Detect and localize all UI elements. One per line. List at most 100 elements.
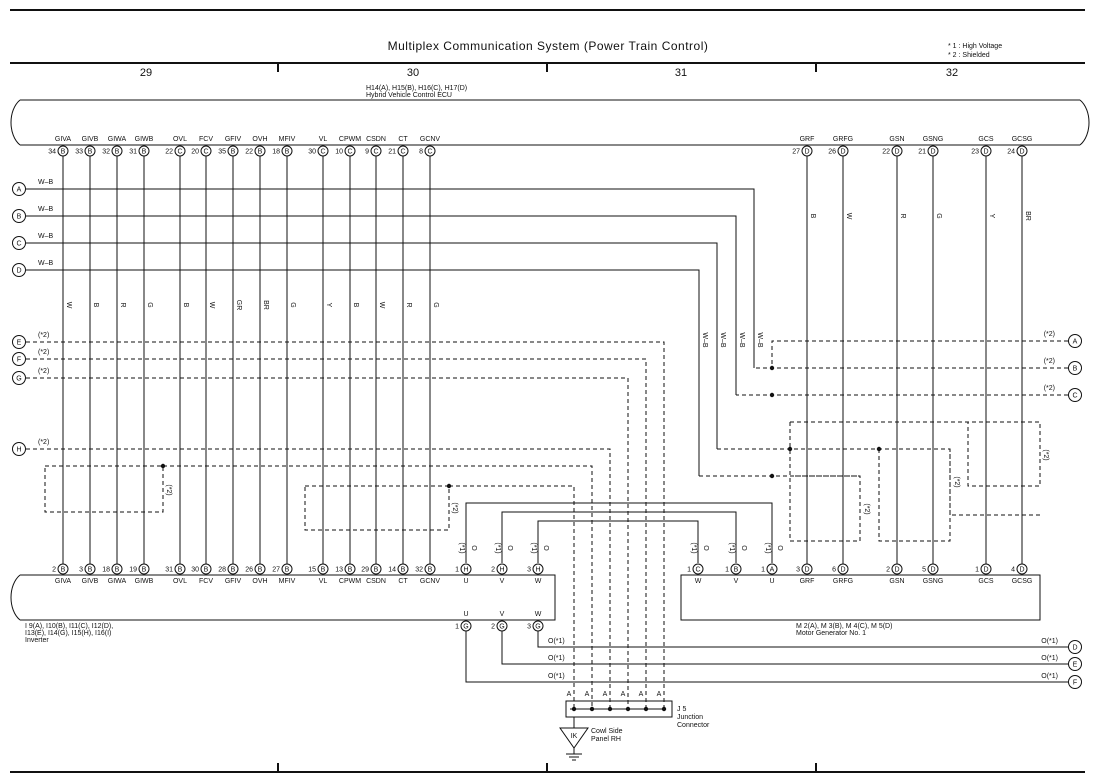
inverter-codes-2: I13(E), I14(G), I15(H), I16(I) [25,630,111,637]
motor-pin-name-grfg: GRFG [833,578,853,585]
inverter-cpwm-pin [344,563,356,575]
ecu-cpwm-pin-number: 10 [335,149,343,156]
inverter-givb-pin [84,563,96,575]
ecu-gcs-pin-number: 23 [971,149,979,156]
inverter-pin-name-ovl: OVL [173,578,187,585]
inverter-giva-pin-connector: B [61,567,66,574]
shield-link-inverter-2 [449,485,575,709]
inverter-pin-name-cpwm: CPWM [339,578,361,585]
inverter-pin-name-ct: CT [398,578,408,585]
hv-tag-mg-u: (*1) [764,542,771,553]
motor-grfg-pin-connector: D [840,567,845,574]
left-ref-g-label: G [16,376,21,383]
inverter-hv-bottom-w-pin [532,620,544,632]
inverter-hv-bottom-name-w: W [535,611,542,618]
hv-bottom-wire-u [465,631,1068,683]
hv-color-mg-v: O [740,545,747,551]
ecu-box [10,99,1090,146]
motor-hv-name-v: V [734,578,739,585]
inverter-hv-u-pin [460,563,472,575]
inverter-gcnv-pin [424,563,436,575]
ecu-grf-pin-number: 27 [792,149,800,156]
motor-pin-name-gsng: GSNG [923,578,944,585]
ecu-givb-pin-connector: B [88,149,93,156]
inverter-box [10,574,556,621]
inverter-givb-pin-connector: B [88,567,93,574]
wire-color-mfiv: G [289,302,296,307]
motor-hv-name-w: W [695,578,702,585]
inverter-gfiv-pin-number: 28 [218,567,226,574]
inverter-fcv-pin [200,563,212,575]
junction-connector-box [565,700,673,718]
hv-bottom-wire-v [501,631,1068,665]
ecu-gfiv-pin-connector: B [231,149,236,156]
ecu-mfiv-pin-connector: B [285,149,290,156]
inverter-hv-bottom-u-pin [460,620,472,632]
motor-gsn-pin-connector: D [894,567,899,574]
wire-color-csdn: W [378,302,385,309]
right-ref-c-label: (*2) [1044,385,1055,392]
hv-tag-inv-w: (*1) [530,542,537,553]
ecu-cpwm-pin-connector: C [347,149,352,156]
right-ref-b-label: (*2) [1044,358,1055,365]
inverter-ovh-pin-number: 26 [245,567,253,574]
shield-link-inverter-1 [163,465,593,709]
ecu-giwa-pin-number: 32 [102,149,110,156]
ecu-pin-name-mfiv: MFIV [279,136,296,143]
motor-pin-name-gcsg: GCSG [1012,578,1033,585]
wire-color-grf: B [809,214,816,219]
ecu-giva-pin-number: 34 [48,149,56,156]
column-number-31: 31 [675,67,687,79]
wire-color-gsn: R [899,213,906,218]
inverter-hv-bottom-u-pin-number: 1 [455,624,459,631]
ecu-vl-pin-number: 30 [308,149,316,156]
ecu-mfiv-pin-number: 18 [272,149,280,156]
motor-gcsg-pin-number: 4 [1011,567,1015,574]
inverter-giwa-pin-number: 18 [102,567,110,574]
left-ref-h [12,442,26,456]
ecu-gcsg-pin-connector: D [1019,149,1024,156]
inverter-fcv-pin-connector: B [204,567,209,574]
inverter-cpwm-pin-connector: B [348,567,353,574]
hv-color-inv-v: O [506,545,513,551]
ground-name-1: Cowl Side [591,728,623,735]
hv-bottom-tag-f: O(*1) [548,673,565,680]
ground-wire-c [26,242,718,449]
junction-id: J 5 [677,706,686,713]
ecu-pin-name-gcs: GCS [978,136,994,143]
left-ref-d-label: W–B [38,260,54,267]
inverter-pin-name-giwa: GIWA [108,578,127,585]
ecu-pin-name-vl: VL [319,136,328,143]
wire-color-gfiv: GR [235,300,242,311]
inverter-hv-w-pin-connector: H [535,567,540,574]
splice-point-b [769,365,775,371]
shield-tag-motor-3: (*2) [863,503,870,514]
shield-tag-inverter-2: (*2) [451,502,458,513]
ecu-giwb-pin-connector: B [142,149,147,156]
junction-name-2: Connector [677,722,710,729]
inverter-pin-name-vl: VL [319,578,328,585]
motor-grfg-pin [837,563,849,575]
left-ref-g-label: (*2) [38,368,49,375]
ecu-pin-name-gsn: GSN [889,136,904,143]
wire-color-giva: W [65,302,72,309]
motor-hv-v-pin [730,563,742,575]
ground-name-2: Panel RH [591,736,621,743]
inverter-hv-u-pin-number: 1 [455,567,459,574]
ground-wire-color-a: W–B [756,332,763,348]
inverter-ovl-pin-number: 31 [165,567,173,574]
shield-wire-f [26,358,647,709]
motor-hv-w-pin-connector: C [695,567,700,574]
wire-color-ct: R [405,302,412,307]
left-ref-a [12,182,26,196]
wire-color-ovh: BR [262,300,269,310]
hv-bottom-wire-w [537,631,1068,648]
ecu-csdn-pin-number: 9 [365,149,369,156]
shield-box-inverter-2 [304,485,450,531]
left-ref-f-label: F [17,357,21,364]
inverter-ct-pin-connector: B [401,567,406,574]
inverter-ovh-pin [254,563,266,575]
inverter-hv-bottom-v-pin-connector: G [499,624,504,631]
inverter-hv-name-v: V [500,578,505,585]
hv-wire-v [501,511,737,563]
